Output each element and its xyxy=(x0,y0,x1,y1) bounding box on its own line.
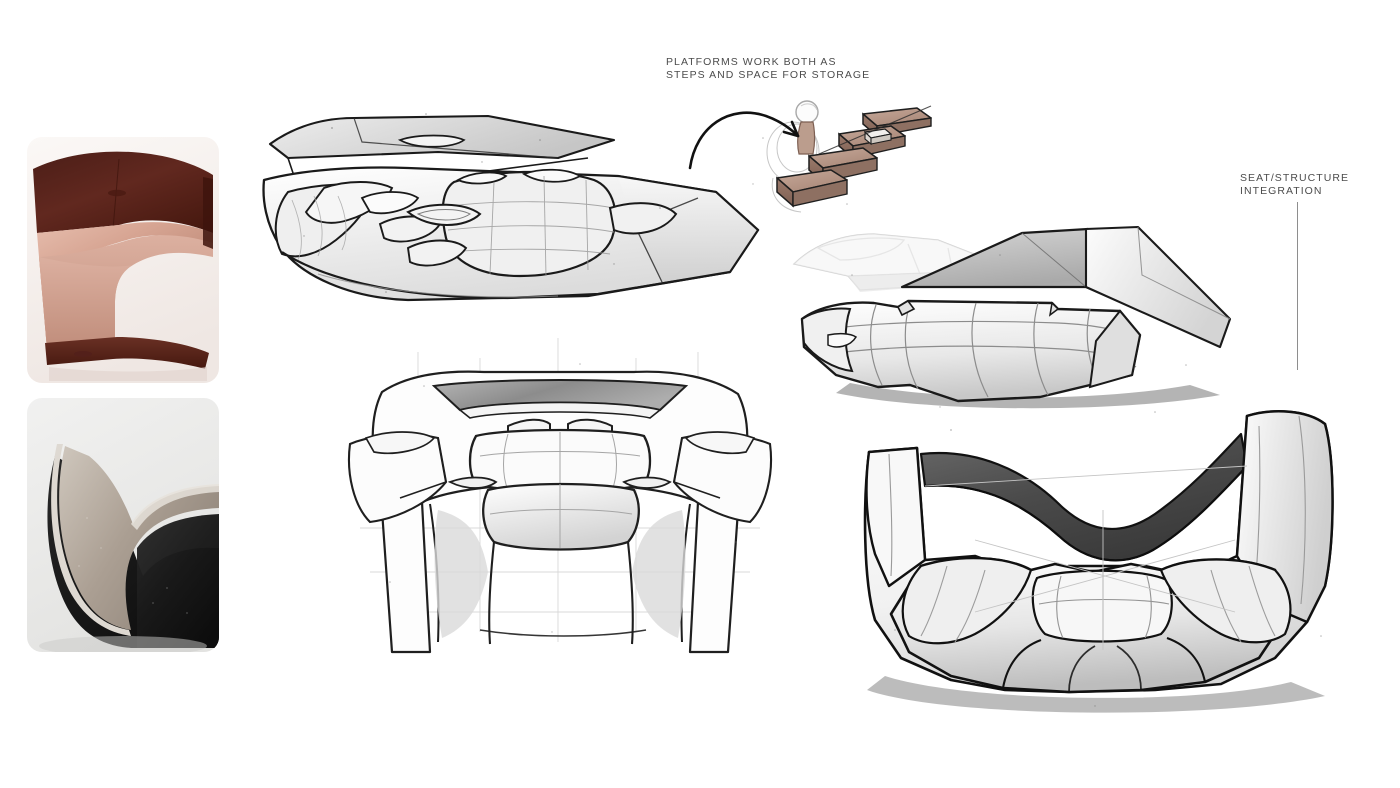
bench-module-drawing xyxy=(800,225,1232,409)
seat-structure-drawing xyxy=(863,410,1334,713)
interior-module-perspective-drawing xyxy=(262,113,760,302)
reference-photo-cantilever-chair[interactable] xyxy=(27,137,219,383)
sketch-seat-structure-front xyxy=(855,390,1355,720)
annotation-platforms-line1: PLATFORMS WORK BOTH AS xyxy=(666,56,837,68)
sketch-interior-perspective xyxy=(258,96,798,316)
reference-photo-felt-chair[interactable] xyxy=(27,398,219,652)
annotation-seat-structure-line1: SEAT/STRUCTURE xyxy=(1240,172,1350,184)
annotation-platforms-line2: STEPS AND SPACE FOR STORAGE xyxy=(666,69,871,81)
sketch-interior-front-view xyxy=(330,332,790,654)
sketch-bench-three-quarter xyxy=(790,215,1240,415)
interior-front-elevation-drawing xyxy=(347,338,773,654)
stepped-platforms-drawing xyxy=(752,100,932,213)
leader-line-seat-structure xyxy=(1297,202,1299,370)
cantilever-chair-image xyxy=(27,137,219,383)
felt-chair-image xyxy=(27,398,219,652)
curved-arrow-icon xyxy=(688,111,800,170)
sketch-platform-steps xyxy=(735,92,935,222)
annotation-seat-structure-line2: INTEGRATION xyxy=(1240,185,1323,197)
leader-arrow-platforms xyxy=(688,82,818,172)
